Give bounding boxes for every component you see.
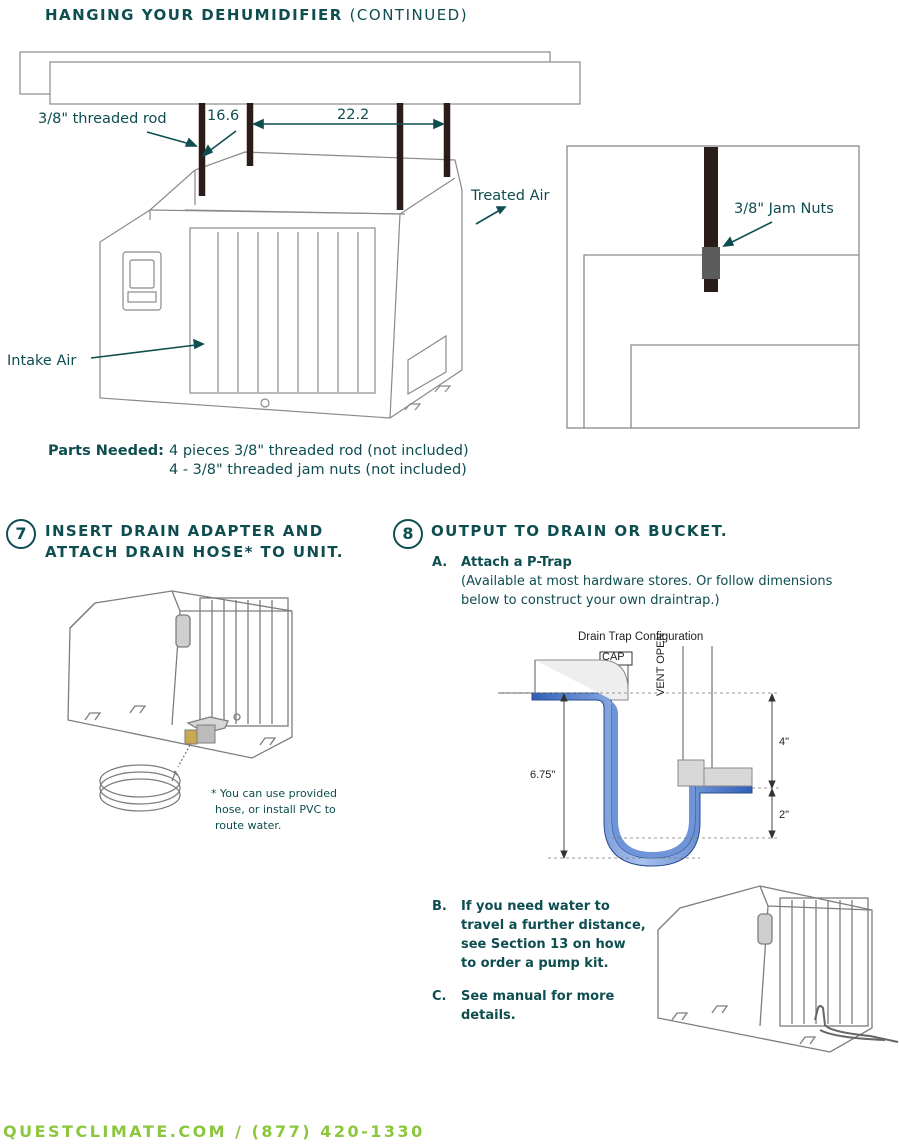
step-8b-line-2: travel a further distance, — [461, 918, 646, 933]
hanging-diagram — [19, 51, 860, 429]
drain-adapter-illustration — [67, 590, 293, 812]
hose-note-line-3: route water. — [215, 819, 282, 832]
dim-total-label: 6.75" — [530, 769, 556, 781]
jam-nuts-label: 3/8" Jam Nuts — [734, 201, 834, 217]
dimension-long: 22.2 — [337, 107, 370, 123]
hose-note-line-2: hose, or install PVC to — [215, 803, 336, 816]
step-8c-text: See manual for more details. — [461, 987, 614, 1025]
dimension-short: 16.6 — [207, 108, 240, 124]
step-8a-letter: A. — [432, 555, 448, 570]
cap-label: CAP — [602, 651, 625, 663]
intake-air-label: Intake Air — [7, 353, 77, 369]
trap-config-title: Drain Trap Configuration — [578, 631, 704, 643]
step-7-title-line-2: ATTACH DRAIN HOSE* TO UNIT. — [45, 543, 344, 561]
hose-note-line-1: * You can use provided — [211, 787, 337, 800]
step-8c-line-2: details. — [461, 1008, 516, 1023]
dim-2-label: 2" — [779, 809, 790, 821]
footer-contact: QUESTCLIMATE.COM / (877) 420-1330 — [3, 1122, 425, 1141]
pump-unit-illustration — [657, 885, 899, 1053]
page-title-continued: (CONTINUED) — [349, 6, 469, 24]
step-7-badge: 7 — [6, 519, 36, 549]
treated-air-label: Treated Air — [471, 188, 550, 204]
step-8b-line-4: to order a pump kit. — [461, 956, 609, 971]
step-8a-desc-line-2: below to construct your own draintrap.) — [461, 593, 720, 608]
page-title-bold: HANGING YOUR DEHUMIDIFIER — [45, 6, 343, 24]
step-8b-text: If you need water to travel a further di… — [461, 897, 646, 973]
step-8a-title: Attach a P-Trap — [461, 555, 572, 570]
step-8c-letter: C. — [432, 989, 447, 1004]
parts-line-1: 4 pieces 3/8" threaded rod (not included… — [169, 443, 469, 459]
threaded-rod-label: 3/8" threaded rod — [38, 111, 167, 127]
step-8-badge: 8 — [393, 519, 423, 549]
parts-needed-label: Parts Needed: — [48, 443, 164, 459]
page-title: HANGING YOUR DEHUMIDIFIER (CONTINUED) — [45, 6, 468, 24]
hose-note: * You can use provided hose, or install … — [211, 786, 337, 834]
drain-trap-diagram — [498, 646, 780, 867]
step-8b-line-1: If you need water to — [461, 899, 610, 914]
step-8a-description: (Available at most hardware stores. Or f… — [461, 572, 832, 610]
parts-line-2: 4 - 3/8" threaded jam nuts (not included… — [169, 462, 467, 478]
step-8a-desc-line-1: (Available at most hardware stores. Or f… — [461, 574, 833, 589]
step-8b-letter: B. — [432, 899, 447, 914]
step-8b-line-3: see Section 13 on how — [461, 937, 626, 952]
vent-open-label: VENT OPEN — [655, 632, 667, 696]
step-7-title-line-1: INSERT DRAIN ADAPTER AND — [45, 522, 324, 540]
step-7-title: INSERT DRAIN ADAPTER AND ATTACH DRAIN HO… — [45, 521, 344, 563]
dim-4-label: 4" — [779, 736, 790, 748]
step-8-title: OUTPUT TO DRAIN OR BUCKET. — [431, 522, 729, 540]
step-8c-line-1: See manual for more — [461, 989, 615, 1004]
